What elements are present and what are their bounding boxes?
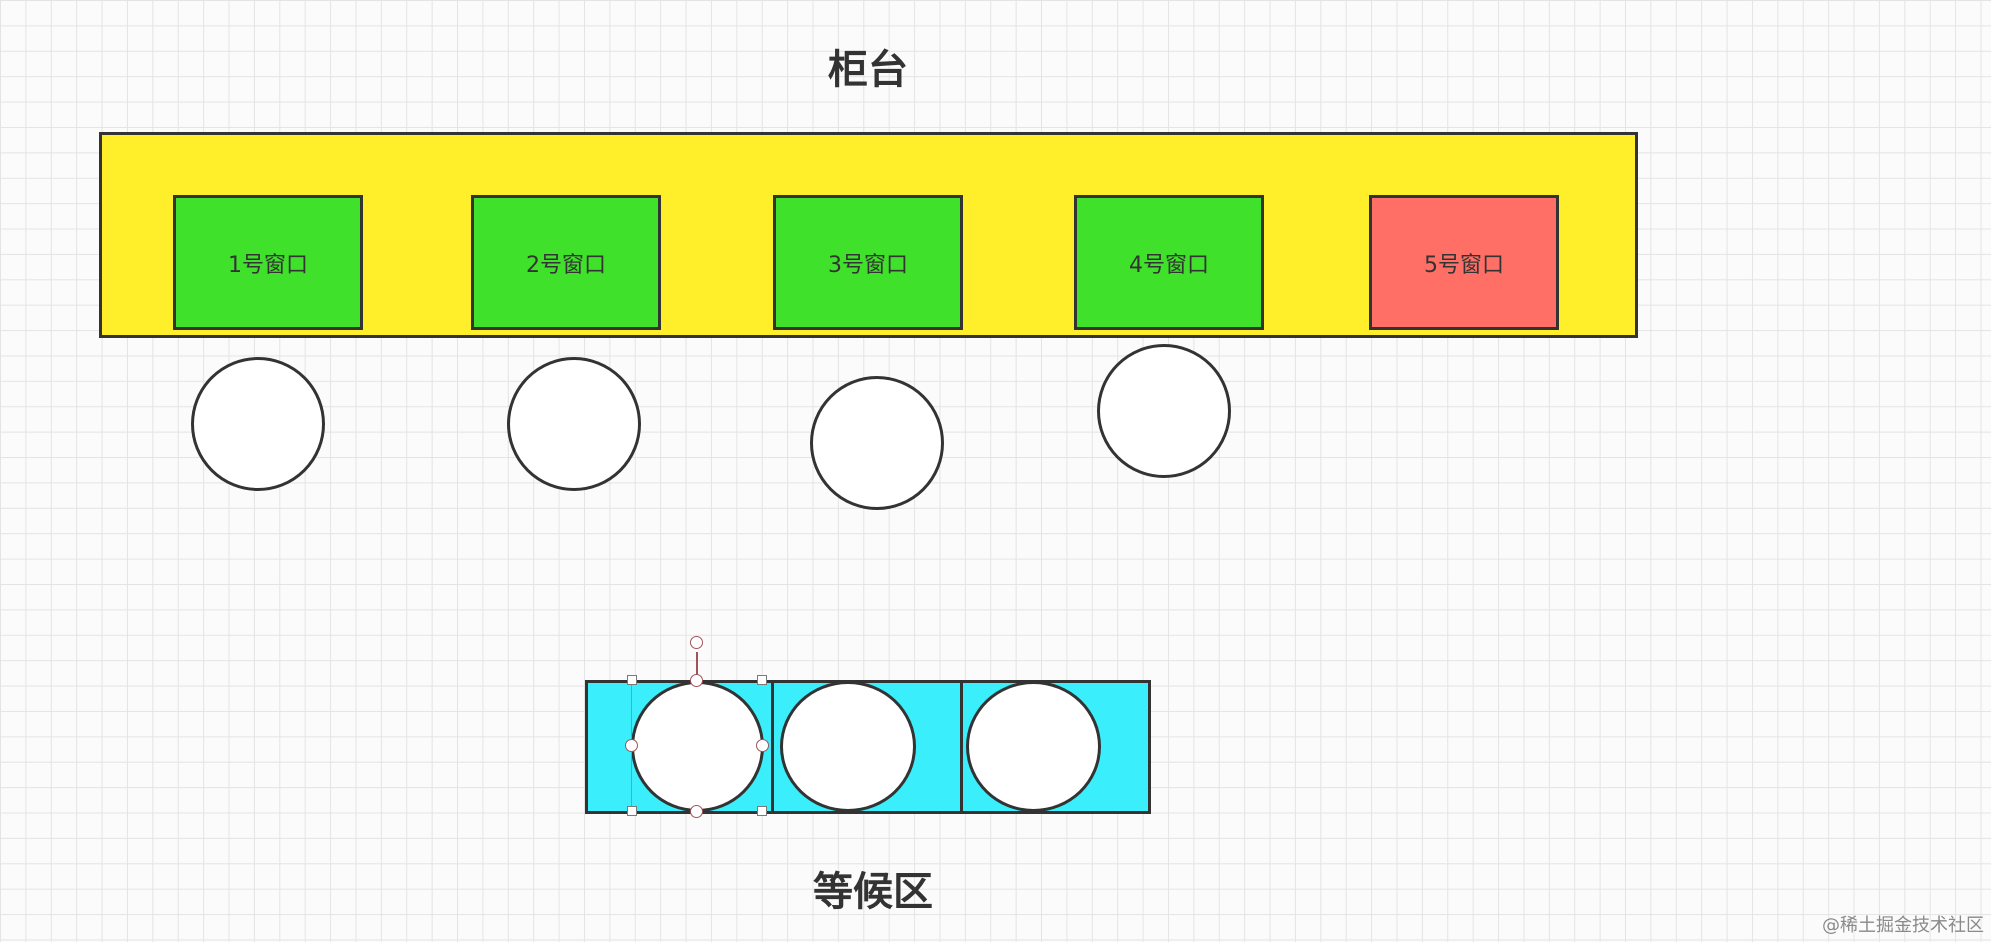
person-at-window-1[interactable] xyxy=(191,357,325,491)
watermark: @稀土掘金技术社区 xyxy=(1822,915,1984,936)
resize-handle-top-left[interactable] xyxy=(627,675,637,685)
waiting-slot-divider xyxy=(771,680,774,814)
anchor-handle-left[interactable] xyxy=(625,739,638,752)
resize-handle-bottom-right[interactable] xyxy=(757,806,767,816)
rotation-handle[interactable] xyxy=(690,636,703,649)
anchor-handle-right[interactable] xyxy=(756,739,769,752)
resize-handle-top-right[interactable] xyxy=(757,675,767,685)
window-5-label: 5号窗口 xyxy=(1424,252,1504,278)
waiting-slot-divider xyxy=(960,680,963,814)
waiting-person-3[interactable] xyxy=(966,681,1101,812)
window-3[interactable]: 3号窗口 xyxy=(773,195,963,330)
person-at-window-3[interactable] xyxy=(810,376,944,510)
anchor-handle-bottom[interactable] xyxy=(690,805,703,818)
window-2[interactable]: 2号窗口 xyxy=(471,195,661,330)
person-at-window-4[interactable] xyxy=(1097,344,1231,478)
counter-title: 柜台 xyxy=(828,47,908,93)
anchor-handle-top[interactable] xyxy=(690,674,703,687)
window-3-label: 3号窗口 xyxy=(828,252,908,278)
resize-handle-bottom-left[interactable] xyxy=(627,806,637,816)
waiting-person-2[interactable] xyxy=(780,681,916,812)
window-4[interactable]: 4号窗口 xyxy=(1074,195,1264,330)
rotation-handle-stem xyxy=(696,652,698,676)
window-1[interactable]: 1号窗口 xyxy=(173,195,363,330)
person-at-window-2[interactable] xyxy=(507,357,641,491)
window-5[interactable]: 5号窗口 xyxy=(1369,195,1559,330)
window-4-label: 4号窗口 xyxy=(1129,252,1209,278)
waiting-area-title: 等候区 xyxy=(813,869,933,915)
waiting-person-1[interactable] xyxy=(631,681,764,812)
window-2-label: 2号窗口 xyxy=(526,252,606,278)
window-1-label: 1号窗口 xyxy=(228,252,308,278)
